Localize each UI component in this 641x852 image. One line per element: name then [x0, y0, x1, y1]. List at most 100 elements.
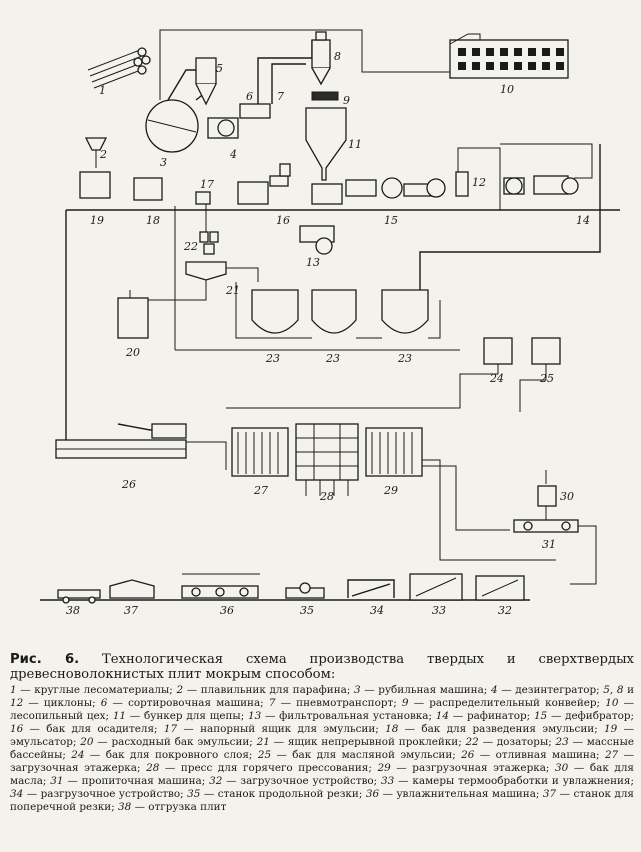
label-28: 28	[319, 490, 334, 503]
legend-item-text: — дозаторы;	[478, 736, 556, 748]
plate-shipment	[57, 589, 101, 604]
legend-item-number: 3	[353, 684, 361, 696]
oil-emulsion-tank	[531, 337, 561, 365]
label-2: 2	[99, 148, 107, 161]
legend-item-text: — бункер для щепы;	[126, 710, 248, 722]
legend-item-text: — расходный бак эмульсии;	[93, 736, 257, 748]
legend-item-number: 24	[71, 749, 85, 761]
legend-item: 23 — массные бассейны;	[10, 736, 634, 761]
legend-item: 2 — плавильник для парафина;	[176, 684, 354, 696]
legend: 1 — круглые лесоматериалы; 2 — плавильни…	[10, 684, 634, 814]
legend-item-text: — пневмотранспорт;	[275, 697, 402, 709]
legend-item-text: — загрузочная этажерка;	[10, 749, 634, 774]
crosscut-machine	[109, 579, 155, 599]
label-7: 7	[277, 90, 284, 103]
legend-item: 16 — бак для осадителя;	[10, 723, 164, 735]
legend-item: 24 — бак для покровного слоя;	[71, 749, 258, 761]
legend-item: 9 — распределительный конвейер;	[402, 697, 605, 709]
legend-item-number: 5, 8	[603, 684, 624, 696]
label-32: 32	[498, 604, 512, 617]
label-12: 12	[472, 176, 486, 189]
legend-item-number: 6	[100, 697, 108, 709]
label-23a: 23	[265, 352, 280, 365]
legend-item-text: — отгрузка плит	[131, 801, 227, 813]
legend-item-text: — фильтровальная установка;	[261, 710, 436, 722]
legend-item: 25 — бак для масляной эмульсии;	[258, 749, 461, 761]
legend-item: 13 — фильтровальная установка;	[248, 710, 436, 722]
thermal-chambers	[409, 573, 463, 601]
legend-item: 6 — сортировочная машина;	[101, 697, 269, 709]
legend-item: 5, 8 и	[603, 684, 634, 696]
legend-item-text: — разгрузочное устройство;	[23, 788, 188, 800]
legend-item-number: 22	[465, 736, 479, 748]
legend-item-number: 13	[247, 710, 262, 722]
filter-unit	[299, 225, 335, 255]
legend-item: 38 — отгрузка плит	[118, 801, 226, 813]
label-15: 15	[384, 214, 398, 227]
legend-item-text: — рубильная машина;	[360, 684, 491, 696]
legend-item: 10 — лесопильный цех;	[10, 697, 634, 722]
humidifying-machine	[181, 573, 260, 599]
legend-item: 32 — загрузочное устройство;	[209, 775, 381, 787]
legend-item: 1 — круглые лесоматериалы;	[10, 684, 176, 696]
legend-item-text: — рафинатор;	[449, 710, 534, 722]
label-33: 33	[432, 604, 446, 617]
refiner	[503, 175, 579, 195]
label-30: 30	[560, 490, 574, 503]
figure-number: Рис. 6.	[10, 652, 80, 667]
legend-item-number: 25	[257, 749, 272, 761]
legend-item-text: и	[623, 684, 635, 696]
label-37: 37	[124, 604, 138, 617]
legend-item: 12 — циклоны;	[10, 697, 101, 709]
legend-item-number: 20	[80, 736, 94, 748]
legend-item-number: 31	[50, 775, 64, 787]
legend-item: 22 — дозаторы;	[466, 736, 556, 748]
legend-item-number: 28	[146, 762, 160, 774]
legend-item-text: — сортировочная машина;	[107, 697, 269, 709]
label-29: 29	[383, 484, 398, 497]
cyclone-8	[311, 31, 331, 86]
label-22: 22	[183, 240, 198, 253]
legend-item-number: 21	[256, 736, 270, 748]
legend-item-number: 11	[112, 710, 127, 722]
legend-item-text: — увлажнительная машина;	[379, 788, 543, 800]
legend-item-number: 1	[10, 684, 17, 696]
label-25: 25	[539, 372, 554, 385]
legend-item-number: 37	[542, 788, 557, 800]
label-4: 4	[229, 148, 237, 161]
emulsion-service-tank	[117, 297, 149, 339]
label-13: 13	[306, 256, 320, 269]
legend-item-text: — бак для масла;	[10, 762, 634, 787]
legend-item-text: — станок продольной резки;	[200, 788, 366, 800]
legend-item: 4 — дезинтегратор;	[491, 684, 603, 696]
legend-item: 17 — напорный ящик для эмульсии;	[164, 723, 385, 735]
legend-item: 19 — эмульсатор;	[10, 723, 634, 748]
legend-item-number: 30	[555, 762, 569, 774]
rip-saw	[285, 582, 325, 599]
legend-item-text: — циклоны;	[23, 697, 101, 709]
legend-item-number: 18	[385, 723, 399, 735]
legend-item-text: — дезинтегратор;	[497, 684, 604, 696]
legend-item-text: — камеры термообработки и увлажнения;	[394, 775, 634, 787]
label-27: 27	[253, 484, 268, 497]
caption-text: Технологическая схема производства тверд…	[10, 652, 634, 682]
legend-item-text: — плавильник для парафина;	[183, 684, 354, 696]
legend-item-text: — бак для покровного слоя;	[84, 749, 258, 761]
emulsion-dilution-tank	[133, 177, 163, 201]
legend-item: 34 — разгрузочное устройство;	[10, 788, 187, 800]
legend-item-text: — массные бассейны;	[10, 736, 635, 761]
dosers	[199, 231, 219, 255]
legend-item-number: 17	[163, 723, 178, 735]
continuous-sizing-box	[185, 261, 227, 281]
sorting-machine	[239, 103, 271, 119]
chip-bunker	[305, 107, 347, 181]
casting-machine	[55, 423, 227, 470]
legend-item: 18 — бак для разведения эмульсии;	[385, 723, 604, 735]
legend-item-text: — разгрузочная этажерка;	[390, 762, 556, 774]
legend-item-number: 2	[176, 684, 184, 696]
label-20: 20	[125, 346, 140, 359]
legend-item-text: — бак для разведения эмульсии;	[398, 723, 605, 735]
hot-press	[295, 423, 359, 496]
logs-pile	[87, 47, 151, 89]
legend-item-text: — бак для масляной эмульсии;	[271, 749, 462, 761]
